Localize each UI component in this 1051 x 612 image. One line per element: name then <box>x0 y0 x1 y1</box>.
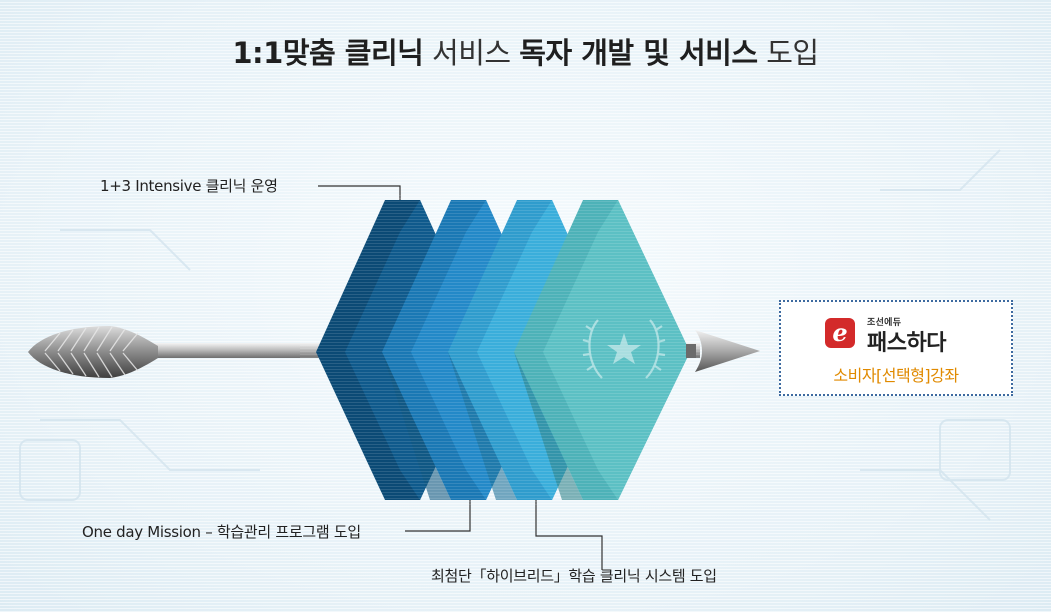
brand-tagline: 소비자[선택형]강좌 <box>833 366 959 385</box>
brand-box[interactable]: e 조선에듀 패스하다 소비자[선택형]강좌 <box>779 300 1013 396</box>
background-decoration <box>19 149 1011 521</box>
arrow-fletching <box>28 326 158 378</box>
title-bold-1: 1:1맞춤 클리닉 <box>232 36 424 70</box>
arrow-tip <box>686 330 760 372</box>
brand-logo-icon: e <box>825 318 855 348</box>
title-normal-2: 도입 <box>757 36 819 70</box>
title-bold-2: 독자 개발 및 서비스 <box>519 36 758 70</box>
brand-sub: 조선에듀 <box>867 318 902 328</box>
brand-logo-letter: e <box>832 318 848 347</box>
label-intensive-clinic: 1+3 Intensive 클리닉 운영 <box>100 177 278 195</box>
chevron-layers <box>300 195 700 505</box>
title-normal-1: 서비스 <box>423 36 520 70</box>
brand-name: 패스하다 <box>867 331 946 356</box>
leader-line-mission <box>405 498 471 532</box>
leader-line-system <box>535 498 603 570</box>
page-title: 1:1맞춤 클리닉 서비스 독자 개발 및 서비스 도입 <box>0 30 1051 72</box>
label-hybrid-system: 최첨단「하이브리드」학습 클리닉 시스템 도입 <box>431 567 717 585</box>
label-one-day-mission: One day Mission – 학습관리 프로그램 도입 <box>82 523 361 541</box>
laurel-star-icon <box>582 319 666 379</box>
